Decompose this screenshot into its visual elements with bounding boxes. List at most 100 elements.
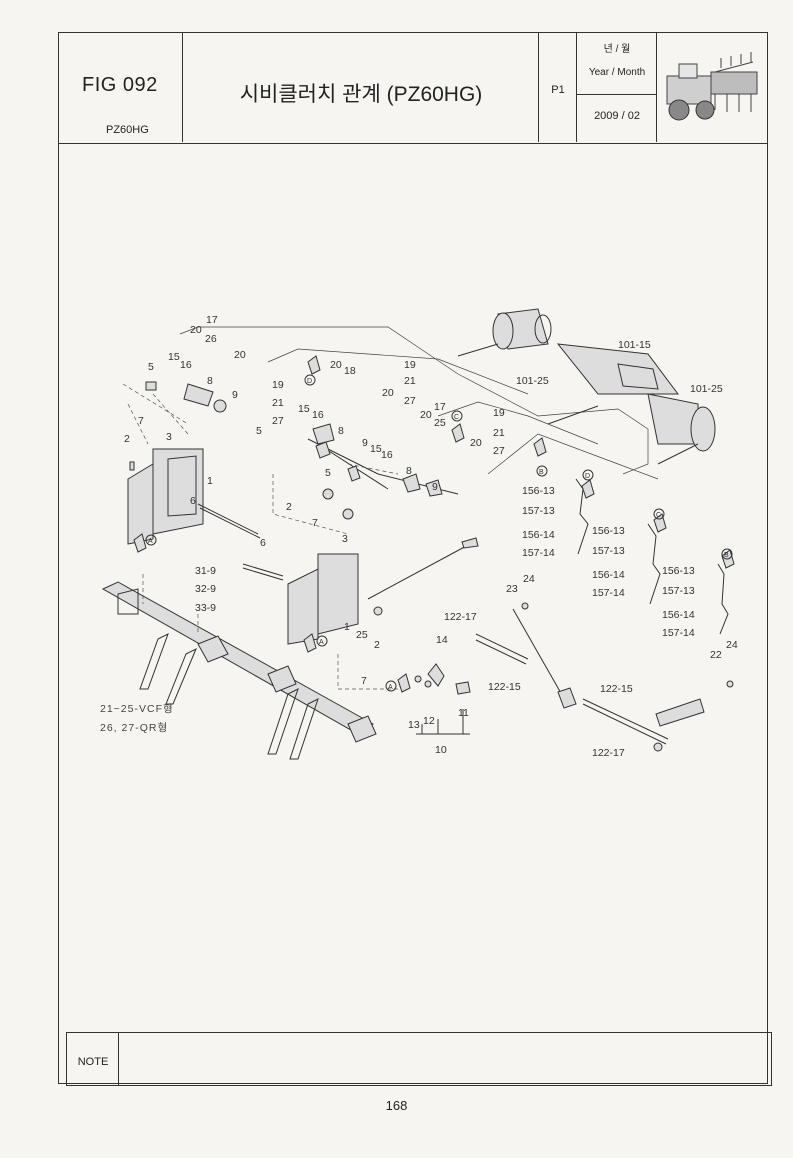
callout-label: 20 bbox=[382, 387, 394, 399]
date-label-kr: 년 / 월 bbox=[603, 44, 631, 55]
callout-label: 156-13 bbox=[662, 565, 695, 577]
callout-label: 8 bbox=[207, 375, 213, 387]
arrow-markers bbox=[133, 355, 735, 693]
callout-label: 18 bbox=[344, 365, 356, 377]
callout-label: 1 bbox=[207, 475, 213, 487]
date-label-en: Year / Month bbox=[588, 67, 646, 78]
callout-label: 16 bbox=[312, 409, 324, 421]
callout-label: 157-13 bbox=[522, 505, 555, 517]
callout-label: 22 bbox=[710, 649, 722, 661]
callout-label: 101-25 bbox=[516, 375, 549, 387]
callout-label: 157-14 bbox=[592, 587, 625, 599]
callout-label: 2 bbox=[124, 433, 130, 445]
callout-label: 15 bbox=[298, 403, 310, 415]
callout-label: 122-15 bbox=[488, 681, 521, 693]
callout-label: 3 bbox=[342, 533, 348, 545]
date-cell: 년 / 월 Year / Month 2009 / 02 bbox=[577, 32, 657, 142]
callout-label: 6 bbox=[190, 495, 196, 507]
callout-label: 11 bbox=[458, 707, 469, 719]
title-cell: 시비클러치 관계 (PZ60HG) bbox=[183, 32, 539, 142]
callout-label: 24 bbox=[523, 573, 535, 585]
callout-label: 156-14 bbox=[662, 609, 695, 621]
page-frame bbox=[58, 32, 768, 1084]
page-label: P1 bbox=[551, 84, 565, 96]
date-divider bbox=[577, 94, 657, 95]
callout-label: 7 bbox=[361, 675, 367, 687]
right-small-parts bbox=[521, 478, 734, 688]
callout-label: 19 bbox=[272, 379, 284, 391]
note-row: NOTE bbox=[66, 1032, 772, 1086]
upper-center-bracket-assembly bbox=[272, 423, 459, 690]
callout-label: 14 bbox=[436, 634, 448, 646]
callout-label: 21 bbox=[493, 427, 505, 439]
callout-label: 20 bbox=[330, 359, 342, 371]
callout-label: 8 bbox=[406, 465, 412, 477]
frame-rail-assembly bbox=[101, 574, 377, 760]
ref-mark-a: A bbox=[319, 639, 324, 646]
callout-label: 7 bbox=[312, 517, 318, 529]
callout-label: 25 bbox=[356, 629, 368, 641]
callout-label: 157-14 bbox=[522, 547, 555, 559]
note-label-cell: NOTE bbox=[67, 1033, 119, 1085]
callout-label: 17 bbox=[206, 314, 218, 326]
callout-label: 8 bbox=[338, 425, 344, 437]
page-cell: P1 bbox=[539, 32, 577, 142]
callout-label: 20 bbox=[234, 349, 246, 361]
ref-mark-a: A bbox=[148, 538, 153, 545]
callout-label: 19 bbox=[404, 359, 416, 371]
fig-cell: FIG 092 PZ60HG bbox=[58, 32, 183, 142]
ref-mark-c: C bbox=[454, 414, 459, 421]
callout-label: 101-25 bbox=[690, 383, 723, 395]
right-transmission-assembly bbox=[457, 308, 716, 465]
callout-label: 25 bbox=[434, 417, 446, 429]
note-label: NOTE bbox=[77, 1056, 109, 1068]
callout-label: 7 bbox=[138, 415, 144, 427]
machine-thumbnail bbox=[657, 32, 767, 142]
callout-label: 27 bbox=[404, 395, 416, 407]
callout-label: 2 bbox=[286, 501, 292, 513]
callout-label: 122-17 bbox=[444, 611, 477, 623]
callout-label: 6 bbox=[260, 537, 266, 549]
callout-label: 26 bbox=[205, 333, 217, 345]
callout-label: 24 bbox=[726, 639, 738, 651]
callout-label: 9 bbox=[232, 389, 238, 401]
part-callouts: 17 20 26 15 16 20 5 8 9 7 3 2 1 6 19 21 … bbox=[124, 314, 738, 759]
callout-label: 156-14 bbox=[592, 569, 625, 581]
page-number: 168 bbox=[385, 1098, 408, 1113]
ref-mark-a: A bbox=[388, 684, 393, 691]
callout-label: 157-13 bbox=[592, 545, 625, 557]
callout-label: 15 bbox=[370, 443, 382, 455]
callout-label: 32-9 bbox=[195, 583, 216, 595]
qr-note: 26, 27-QR형 bbox=[100, 722, 168, 734]
callout-label: 20 bbox=[190, 324, 202, 336]
upper-left-bracket-assembly bbox=[122, 381, 261, 545]
callout-label: 21 bbox=[404, 375, 416, 387]
callout-label: 27 bbox=[493, 445, 505, 457]
callout-label: 9 bbox=[432, 481, 438, 493]
callout-label: 122-17 bbox=[592, 747, 625, 759]
callout-label: 20 bbox=[470, 437, 482, 449]
callout-label: 12 bbox=[423, 715, 435, 727]
ref-mark-d: D bbox=[307, 378, 312, 385]
callout-label: 156-13 bbox=[592, 525, 625, 537]
callout-label: 157-13 bbox=[662, 585, 695, 597]
callout-label: 101-15 bbox=[618, 339, 651, 351]
callout-label: 13 bbox=[408, 719, 420, 731]
long-rod-upper bbox=[367, 537, 479, 600]
callout-label: 156-14 bbox=[522, 529, 555, 541]
date-value: 2009 / 02 bbox=[594, 110, 640, 122]
callout-label: 16 bbox=[381, 449, 393, 461]
callout-label: 16 bbox=[180, 359, 192, 371]
fig-model: PZ60HG bbox=[106, 124, 149, 136]
ref-mark-d: D bbox=[585, 473, 590, 480]
callout-label: 5 bbox=[325, 467, 331, 479]
rice-transplanter-thumbnail bbox=[666, 52, 758, 121]
callout-label: 33-9 bbox=[195, 602, 216, 614]
callout-label: 156-13 bbox=[522, 485, 555, 497]
callout-label: 21 bbox=[272, 397, 284, 409]
callout-label: 122-15 bbox=[600, 683, 633, 695]
title-block: FIG 092 PZ60HG 시비클러치 관계 (PZ60HG) P1 년 / … bbox=[58, 32, 768, 144]
callout-label: 19 bbox=[493, 407, 505, 419]
callout-label: 5 bbox=[256, 425, 262, 437]
callout-label: 17 bbox=[434, 401, 446, 413]
